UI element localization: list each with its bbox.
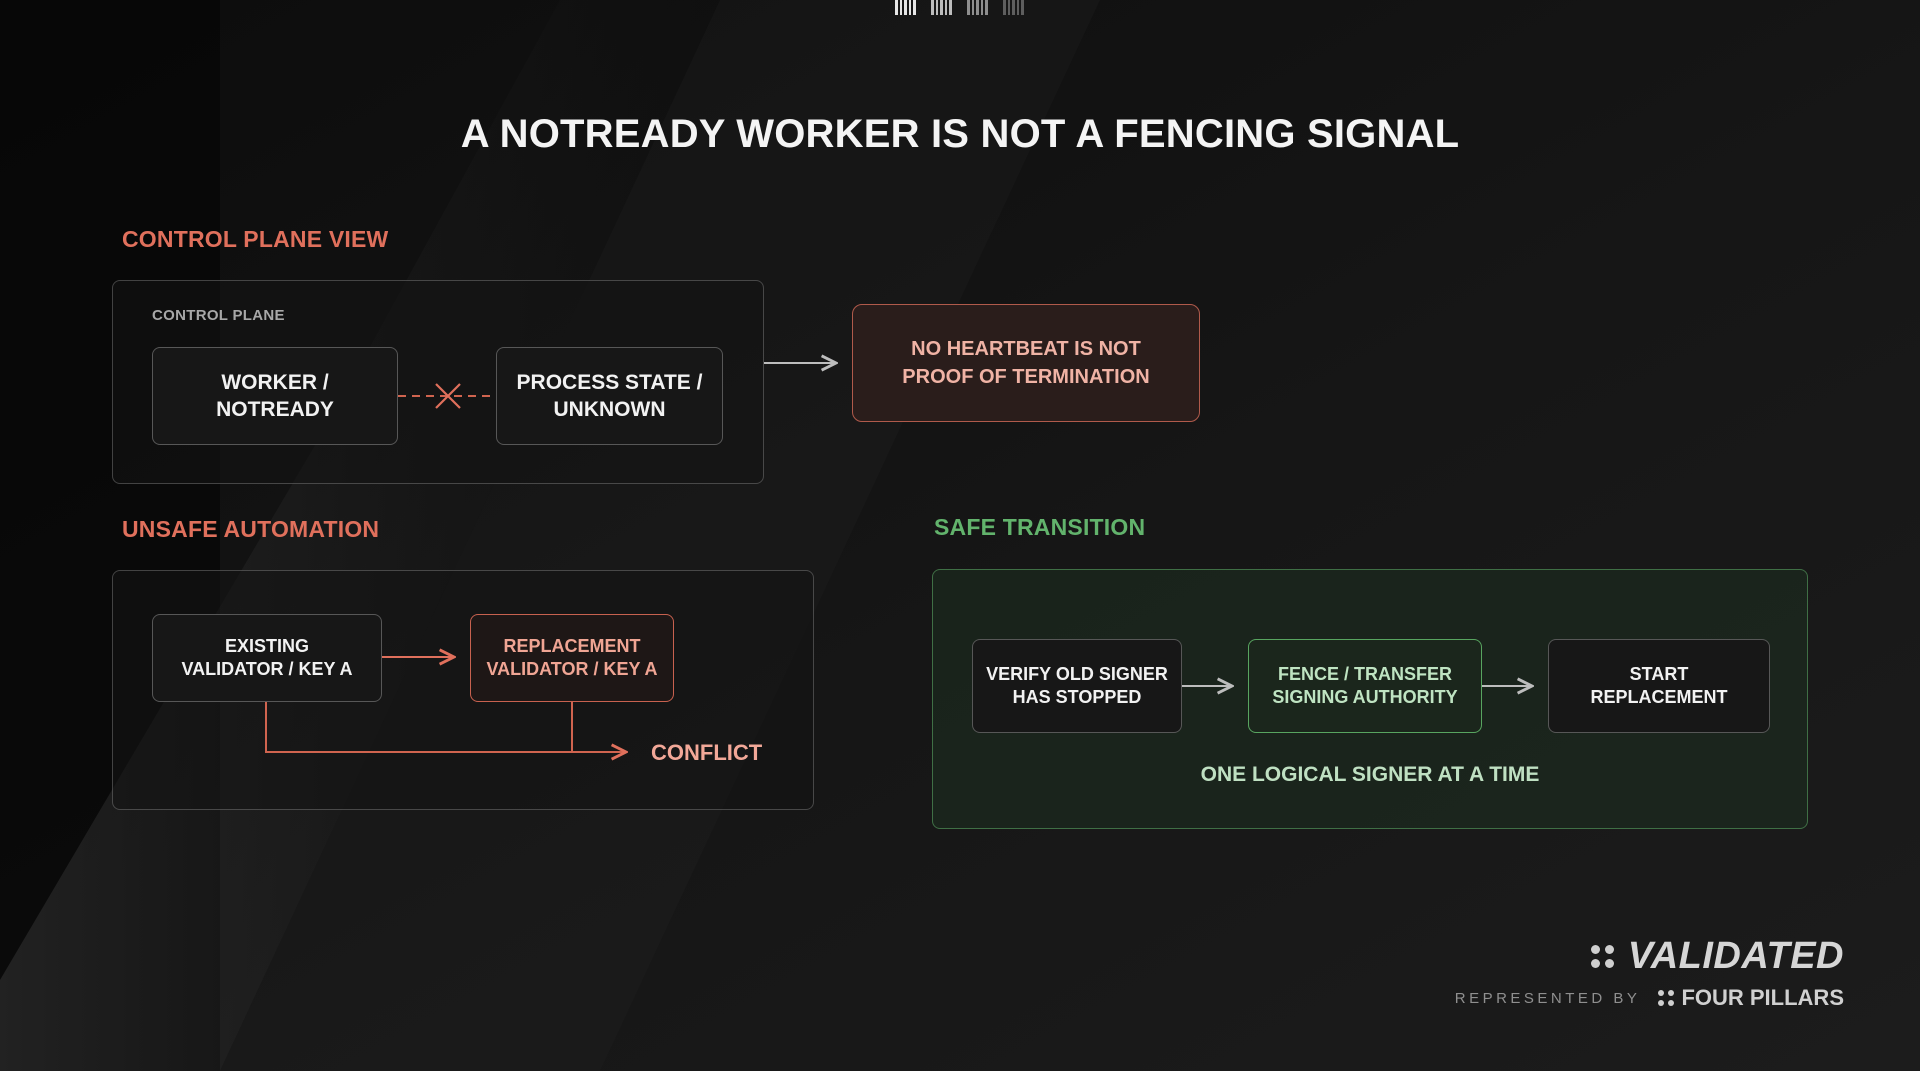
warning-line-1: NO HEARTBEAT IS NOT [911, 338, 1141, 360]
step-3-line-1: START [1629, 663, 1689, 684]
step-1-line-2: HAS STOPPED [1012, 687, 1142, 707]
represented-by-text: REPRESENTED BY [1454, 989, 1641, 1007]
step-start-replacement: START REPLACEMENT [1548, 639, 1770, 733]
four-pillars-dots-icon [1658, 990, 1675, 1006]
replacement-node-line-2: VALIDATOR / KEY A [486, 659, 658, 679]
section-label-safe-transition: SAFE TRANSITION [934, 514, 1146, 540]
control-plane-panel-label: CONTROL PLANE [152, 307, 285, 324]
replacement-validator-node: REPLACEMENT VALIDATOR / KEY A [470, 614, 674, 702]
section-label-control-plane-view: CONTROL PLANE VIEW [122, 226, 389, 252]
step-2-line-2: SIGNING AUTHORITY [1272, 687, 1458, 707]
brand-name: VALIDATED [1627, 935, 1844, 977]
existing-node-line-2: VALIDATOR / KEY A [181, 659, 353, 679]
warning-line-2: PROOF OF TERMINATION [902, 366, 1150, 388]
brand-represented-by: REPRESENTED BY FOUR PILLARS [1455, 985, 1844, 1011]
conflict-label: CONFLICT [651, 740, 763, 765]
process-node-line-2: UNKNOWN [553, 398, 666, 421]
validated-dots-icon [1590, 945, 1614, 968]
worker-node-line-2: NOTREADY [216, 398, 334, 421]
step-3-line-2: REPLACEMENT [1590, 687, 1728, 707]
worker-notready-node: WORKER / NOTREADY [152, 347, 398, 445]
brand-validated: VALIDATED [1590, 935, 1844, 978]
no-heartbeat-warning-box: NO HEARTBEAT IS NOT PROOF OF TERMINATION [852, 304, 1200, 422]
process-state-unknown-node: PROCESS STATE / UNKNOWN [496, 347, 723, 445]
process-node-line-1: PROCESS STATE / [516, 370, 703, 394]
existing-node-line-1: EXISTING [224, 635, 309, 656]
top-barcode-marks [895, 0, 1024, 15]
step-1-line-1: VERIFY OLD SIGNER [986, 663, 1168, 684]
page-title: A NOTREADY WORKER IS NOT A FENCING SIGNA… [460, 112, 1460, 156]
worker-node-line-1: WORKER / [221, 370, 329, 394]
safe-transition-footer: ONE LOGICAL SIGNER AT A TIME [1200, 763, 1540, 786]
partner-name: FOUR PILLARS [1681, 985, 1844, 1010]
section-label-unsafe-automation: UNSAFE AUTOMATION [122, 516, 380, 542]
step-fence-transfer-authority: FENCE / TRANSFER SIGNING AUTHORITY [1248, 639, 1482, 733]
existing-validator-node: EXISTING VALIDATOR / KEY A [152, 614, 382, 702]
step-verify-old-signer: VERIFY OLD SIGNER HAS STOPPED [972, 639, 1182, 733]
step-2-line-1: FENCE / TRANSFER [1277, 663, 1452, 684]
partner-logo: FOUR PILLARS [1658, 985, 1844, 1011]
replacement-node-line-1: REPLACEMENT [503, 635, 641, 656]
